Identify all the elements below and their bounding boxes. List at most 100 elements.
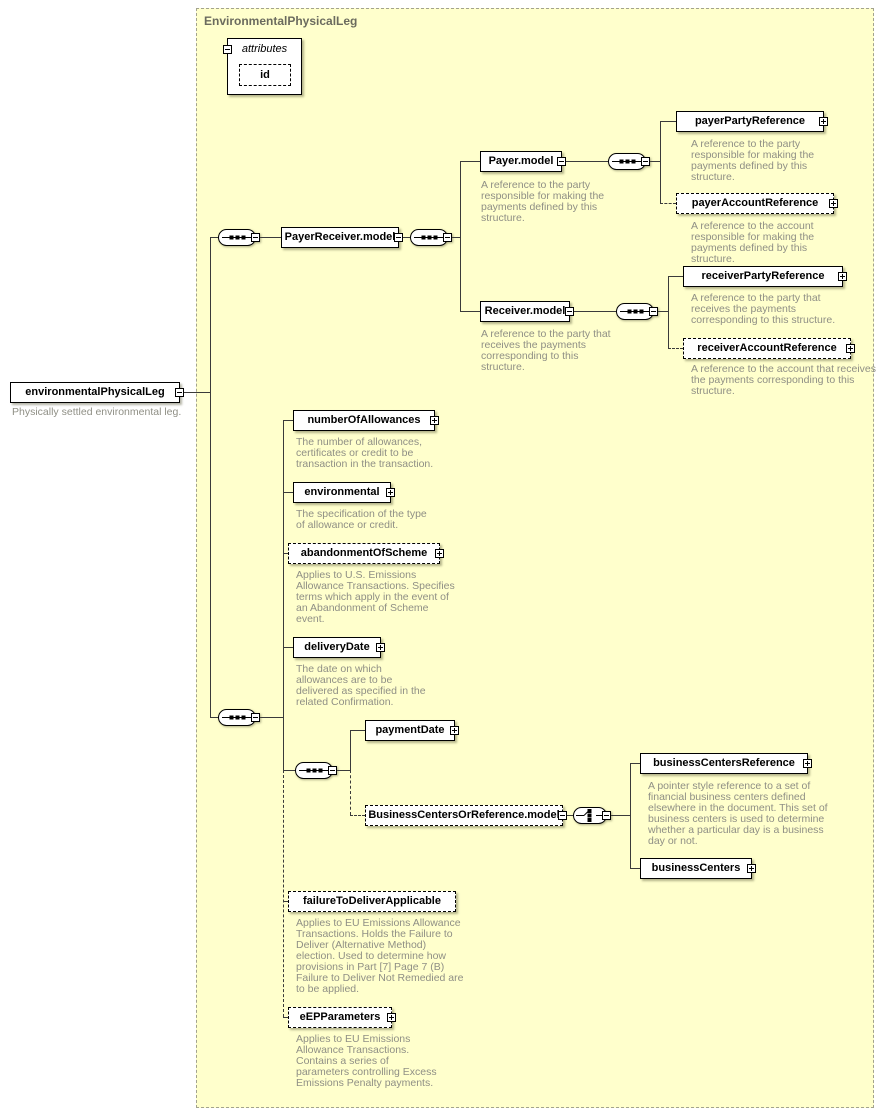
node-label: environmental bbox=[304, 486, 380, 498]
node-environmental[interactable]: environmental bbox=[293, 482, 395, 503]
connector-line bbox=[260, 237, 281, 238]
expand-icon[interactable] bbox=[846, 344, 855, 353]
collapse-icon[interactable] bbox=[175, 388, 184, 397]
collapse-icon[interactable] bbox=[251, 713, 260, 722]
connector-line bbox=[668, 276, 669, 348]
node-label: failureToDeliverApplicable bbox=[303, 895, 441, 907]
connector-line bbox=[283, 770, 284, 1017]
connector-line bbox=[630, 868, 640, 869]
connector-line bbox=[337, 770, 350, 771]
expand-icon[interactable] bbox=[376, 643, 385, 652]
connector-line bbox=[350, 730, 365, 731]
node-label: environmentalPhysicalLeg bbox=[25, 386, 165, 398]
node-description: A reference to the party that receives t… bbox=[481, 328, 611, 373]
connector-line bbox=[660, 121, 661, 203]
expand-icon[interactable] bbox=[819, 117, 828, 126]
node-label: BusinessCentersOrReference.model bbox=[368, 809, 560, 821]
connector-line bbox=[660, 203, 676, 204]
node-businessCentersReference[interactable]: businessCentersReference bbox=[640, 753, 812, 774]
collapse-icon[interactable] bbox=[394, 233, 403, 242]
node-failureToDeliverApplicable[interactable]: failureToDeliverApplicable bbox=[288, 891, 456, 912]
expand-icon[interactable] bbox=[387, 1013, 396, 1022]
connector-line bbox=[460, 161, 461, 311]
node-receiverAccountReference[interactable]: receiverAccountReference bbox=[683, 338, 855, 359]
sequence-icon[interactable] bbox=[616, 303, 658, 325]
node-label: receiverAccountReference bbox=[697, 342, 837, 354]
expand-icon[interactable] bbox=[386, 488, 395, 497]
connector-line bbox=[566, 161, 608, 162]
node-BusinessCentersOrReference-model[interactable]: BusinessCentersOrReference.model bbox=[365, 805, 567, 826]
node-label: abandonmentOfScheme bbox=[300, 547, 428, 559]
expand-icon[interactable] bbox=[430, 416, 439, 425]
node-paymentDate[interactable]: paymentDate bbox=[365, 720, 459, 741]
node-label: numberOfAllowances bbox=[307, 414, 421, 426]
connector-line bbox=[650, 161, 660, 162]
node-label: Payer.model bbox=[488, 155, 554, 167]
sequence-icon[interactable] bbox=[608, 153, 650, 175]
node-description: A reference to the party that receives t… bbox=[691, 292, 836, 326]
collapse-icon[interactable] bbox=[443, 233, 452, 242]
node-label: deliveryDate bbox=[304, 641, 370, 653]
node-deliveryDate[interactable]: deliveryDate bbox=[293, 637, 385, 658]
collapse-icon[interactable] bbox=[223, 45, 232, 54]
node-payerAccountReference[interactable]: payerAccountReference bbox=[676, 193, 838, 214]
node-environmentalPhysicalLeg[interactable]: environmentalPhysicalLeg bbox=[10, 382, 184, 403]
connector-line bbox=[283, 553, 288, 554]
node-eEPParameters[interactable]: eEPParameters bbox=[288, 1007, 396, 1028]
node-numberOfAllowances[interactable]: numberOfAllowances bbox=[293, 410, 439, 431]
sequence-icon[interactable] bbox=[410, 229, 452, 251]
collapse-icon[interactable] bbox=[641, 157, 650, 166]
node-Receiver-model[interactable]: Receiver.model bbox=[480, 301, 574, 322]
expand-icon[interactable] bbox=[450, 726, 459, 735]
connector-line bbox=[283, 770, 295, 771]
sequence-icon[interactable] bbox=[218, 709, 260, 731]
expand-icon[interactable] bbox=[838, 272, 847, 281]
collapse-icon[interactable] bbox=[565, 307, 574, 316]
connector-line bbox=[283, 492, 293, 493]
attributes-box[interactable]: attributes id bbox=[223, 38, 302, 95]
node-label: eEPParameters bbox=[299, 1011, 381, 1023]
node-description: The date on which allowances are to be d… bbox=[296, 663, 426, 708]
expand-icon[interactable] bbox=[803, 759, 812, 768]
collapse-icon[interactable] bbox=[251, 233, 260, 242]
choice-icon[interactable] bbox=[573, 807, 611, 829]
connector-line bbox=[283, 647, 293, 648]
connector-line bbox=[283, 1017, 288, 1018]
node-payerPartyReference[interactable]: payerPartyReference bbox=[676, 111, 828, 132]
collapse-icon[interactable] bbox=[649, 307, 658, 316]
node-description: The specification of the type of allowan… bbox=[296, 508, 427, 531]
node-label: payerPartyReference bbox=[694, 115, 806, 127]
connector-line bbox=[210, 237, 211, 718]
node-description: A reference to the account that receives… bbox=[691, 363, 877, 397]
sequence-icon[interactable] bbox=[295, 762, 337, 784]
connector-line bbox=[260, 717, 283, 718]
connector-line bbox=[283, 420, 293, 421]
node-description: Physically settled environmental leg. bbox=[12, 406, 182, 418]
expand-icon[interactable] bbox=[829, 199, 838, 208]
connector-line bbox=[668, 276, 683, 277]
node-description: A reference to the party responsible for… bbox=[691, 138, 815, 183]
node-Payer-model[interactable]: Payer.model bbox=[480, 151, 566, 172]
collapse-icon[interactable] bbox=[557, 157, 566, 166]
expand-icon[interactable] bbox=[747, 864, 756, 873]
node-receiverPartyReference[interactable]: receiverPartyReference bbox=[683, 266, 847, 287]
expand-icon[interactable] bbox=[435, 549, 444, 558]
collapse-icon[interactable] bbox=[558, 811, 567, 820]
connector-line bbox=[184, 392, 210, 393]
collapse-icon[interactable] bbox=[602, 811, 611, 820]
node-PayerReceiver-model[interactable]: PayerReceiver.model bbox=[281, 227, 403, 248]
sequence-icon[interactable] bbox=[218, 229, 260, 251]
connector-line bbox=[574, 311, 616, 312]
connector-line bbox=[630, 763, 631, 868]
node-businessCenters[interactable]: businessCenters bbox=[640, 858, 756, 879]
attributes-label: attributes bbox=[241, 43, 288, 55]
attribute-id[interactable]: id bbox=[239, 64, 291, 86]
node-label: businessCenters bbox=[651, 862, 741, 874]
node-abandonmentOfScheme[interactable]: abandonmentOfScheme bbox=[288, 543, 444, 564]
connector-line bbox=[283, 901, 288, 902]
node-description: Applies to U.S. Emissions Allowance Tran… bbox=[296, 569, 455, 625]
collapse-icon[interactable] bbox=[328, 766, 337, 775]
node-label: receiverPartyReference bbox=[701, 270, 825, 282]
node-label: Receiver.model bbox=[484, 305, 566, 317]
